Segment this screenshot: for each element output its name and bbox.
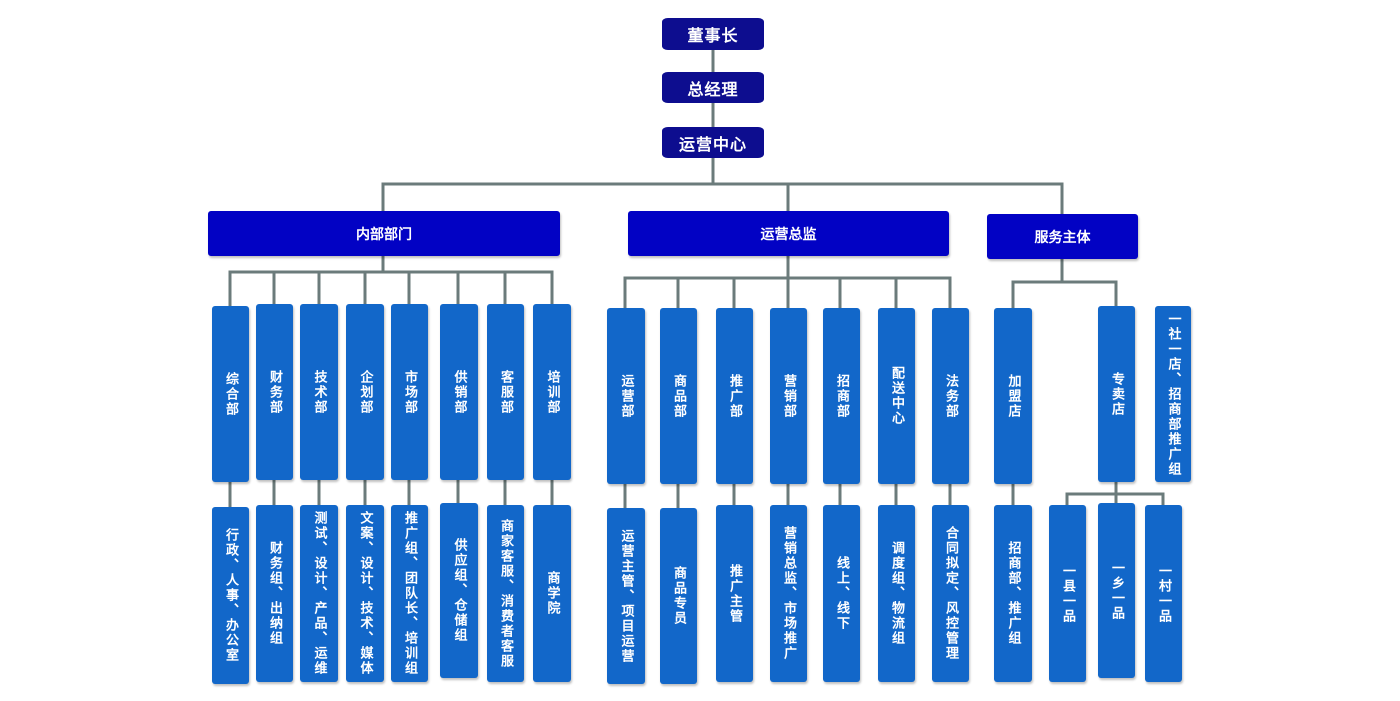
dept-detail-label: 推广主管 xyxy=(727,563,743,624)
node-service-entity[interactable]: 服务主体 xyxy=(987,214,1138,259)
dept-detail-label: 招商部、推广组 xyxy=(1006,541,1022,646)
dept-technology[interactable]: 技术部 xyxy=(300,304,338,480)
dept-detail[interactable]: 行政、人事、办公室 xyxy=(212,507,249,684)
dept-general-affairs[interactable]: 综合部 xyxy=(212,306,249,482)
dept-detail[interactable]: 商品专员 xyxy=(660,508,697,684)
node-community-store[interactable]: 一社一店、招商部推广组 xyxy=(1155,306,1191,482)
dept-customer-service[interactable]: 客服部 xyxy=(487,304,524,480)
dept-label: 企划部 xyxy=(358,369,374,415)
dept-planning[interactable]: 企划部 xyxy=(346,304,384,480)
dept-supply[interactable]: 供销部 xyxy=(440,304,478,480)
node-operations-director-label: 运营总监 xyxy=(760,225,817,242)
dept-detail-label: 一乡一品 xyxy=(1109,560,1125,621)
dept-label: 推广部 xyxy=(727,373,743,419)
dept-detail[interactable]: 合同拟定、风控管理 xyxy=(932,505,969,682)
dept-detail-label: 营销总监、市场推广 xyxy=(781,526,797,661)
node-one-county-one-product[interactable]: 一县一品 xyxy=(1049,505,1086,682)
node-general-manager-label: 总经理 xyxy=(687,81,739,99)
dept-detail-label: 测试、设计、产品、运维 xyxy=(312,511,328,676)
node-chairman[interactable]: 董事长 xyxy=(662,18,764,50)
node-general-manager[interactable]: 总经理 xyxy=(662,72,764,103)
node-operations-center-label: 运营中心 xyxy=(678,136,747,154)
node-franchise-detail[interactable]: 招商部、推广组 xyxy=(994,505,1032,682)
node-operations-director[interactable]: 运营总监 xyxy=(628,211,949,256)
dept-label: 营销部 xyxy=(781,373,797,419)
dept-detail[interactable]: 推广主管 xyxy=(716,505,753,682)
dept-investment[interactable]: 招商部 xyxy=(823,308,860,484)
dept-merchandise[interactable]: 商品部 xyxy=(660,308,697,484)
dept-training[interactable]: 培训部 xyxy=(533,304,571,480)
dept-detail[interactable]: 调度组、物流组 xyxy=(878,505,915,682)
dept-detail-label: 一县一品 xyxy=(1060,563,1076,624)
dept-detail-label: 推广组、团队长、培训组 xyxy=(402,511,418,676)
dept-detail-label: 一村一品 xyxy=(1156,563,1172,624)
dept-detail-label: 文案、设计、技术、媒体 xyxy=(358,511,374,676)
dept-label: 市场部 xyxy=(402,369,418,415)
dept-detail[interactable]: 推广组、团队长、培训组 xyxy=(391,505,428,682)
dept-detail[interactable]: 商家客服、消费者客服 xyxy=(487,505,524,682)
dept-detail[interactable]: 财务组、出纳组 xyxy=(256,505,293,682)
dept-marketing[interactable]: 市场部 xyxy=(391,304,428,480)
dept-detail-label: 合同拟定、风控管理 xyxy=(943,526,959,661)
dept-detail[interactable]: 供应组、仓储组 xyxy=(440,503,478,678)
dept-detail[interactable]: 线上、线下 xyxy=(823,505,860,682)
dept-detail[interactable]: 测试、设计、产品、运维 xyxy=(300,505,338,682)
dept-label: 商品部 xyxy=(671,373,687,419)
dept-label: 运营部 xyxy=(619,373,635,419)
dept-detail[interactable]: 营销总监、市场推广 xyxy=(770,505,807,682)
dept-label: 招商部 xyxy=(834,373,850,419)
dept-operations[interactable]: 运营部 xyxy=(607,308,645,484)
node-internal-departments[interactable]: 内部部门 xyxy=(208,211,560,256)
dept-detail-label: 调度组、物流组 xyxy=(889,541,905,646)
dept-detail[interactable]: 商学院 xyxy=(533,505,571,682)
dept-detail-label: 商家客服、消费者客服 xyxy=(498,518,514,669)
dept-distribution-center[interactable]: 配送中心 xyxy=(878,308,915,484)
dept-label: 专卖店 xyxy=(1109,371,1125,417)
dept-label: 法务部 xyxy=(943,373,959,419)
node-internal-departments-label: 内部部门 xyxy=(356,225,412,242)
dept-label: 培训部 xyxy=(545,369,561,415)
dept-detail-label: 供应组、仓储组 xyxy=(452,538,468,643)
dept-detail-label: 行政、人事、办公室 xyxy=(223,528,239,663)
dept-detail-label: 商品专员 xyxy=(671,566,687,626)
dept-label: 加盟店 xyxy=(1006,373,1022,419)
dept-label: 财务部 xyxy=(267,369,283,415)
dept-label: 供销部 xyxy=(452,369,468,415)
node-one-township-one-product[interactable]: 一乡一品 xyxy=(1098,503,1135,678)
dept-promotion[interactable]: 推广部 xyxy=(716,308,753,484)
dept-detail-label: 商学院 xyxy=(545,571,561,616)
dept-finance[interactable]: 财务部 xyxy=(256,304,293,480)
dept-label: 一社一店、招商部推广组 xyxy=(1166,311,1182,477)
dept-detail-label: 运营主管、项目运营 xyxy=(619,528,635,664)
dept-detail-label: 财务组、出纳组 xyxy=(267,541,283,646)
node-specialty-store[interactable]: 专卖店 xyxy=(1098,306,1135,482)
dept-label: 综合部 xyxy=(223,371,239,417)
node-service-entity-label: 服务主体 xyxy=(1034,228,1091,245)
node-chairman-label: 董事长 xyxy=(687,28,739,45)
dept-label: 客服部 xyxy=(498,369,514,415)
node-franchise-store[interactable]: 加盟店 xyxy=(994,308,1032,484)
node-operations-center[interactable]: 运营中心 xyxy=(662,127,764,158)
dept-detail[interactable]: 运营主管、项目运营 xyxy=(607,508,645,684)
dept-legal[interactable]: 法务部 xyxy=(932,308,969,484)
dept-detail-label: 线上、线下 xyxy=(834,556,850,631)
node-one-village-one-product[interactable]: 一村一品 xyxy=(1145,505,1182,682)
dept-label: 技术部 xyxy=(312,369,328,415)
dept-sales[interactable]: 营销部 xyxy=(770,308,807,484)
dept-detail[interactable]: 文案、设计、技术、媒体 xyxy=(346,505,384,682)
dept-label: 配送中心 xyxy=(889,366,905,426)
